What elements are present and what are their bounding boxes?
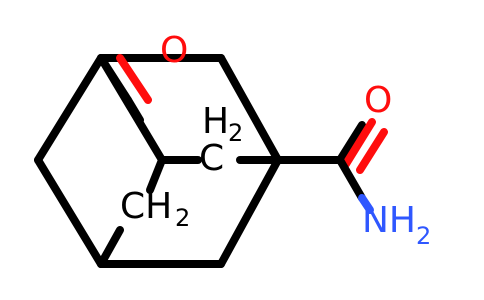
amide-double-bond-a — [342, 118, 376, 168]
carbon-skeleton — [34, 54, 344, 268]
bond-c3-c4 — [34, 156, 105, 268]
bond-c2-c6 — [217, 54, 282, 164]
ch2-lower-subscript: 2 — [175, 204, 190, 232]
ch2-lower-label: CH 2 — [120, 186, 190, 232]
bond-c2-carbonyl — [97, 54, 132, 104]
amide-double-bond-b — [356, 128, 388, 174]
amide-oxygen-label: O — [364, 80, 392, 121]
amide-n-bond — [358, 194, 374, 214]
bond-c5-c6 — [217, 156, 282, 268]
ketone-group: O — [97, 30, 188, 124]
ch2-lower-ch: CH — [120, 186, 172, 227]
ch2-upper-c: C — [199, 138, 224, 179]
bond-amide-carbon-o — [336, 121, 366, 164]
amine-subscript: 2 — [416, 222, 431, 250]
amine-label: NH — [362, 200, 416, 241]
ketone-double-bond — [116, 54, 152, 104]
ketone-oxygen-label: O — [160, 30, 188, 71]
ch2-upper-subscript: 2 — [228, 119, 243, 147]
carboxamide-group: O NH 2 — [336, 80, 431, 250]
bond-c7-ch2-lower — [146, 156, 166, 194]
bond-carbonyl-double-a — [124, 96, 144, 124]
ch2-upper-h: H — [202, 101, 229, 142]
bond-ch2-lower-c4 — [97, 226, 124, 268]
bond-c1-c3 — [34, 54, 105, 164]
ch2-upper-label: H 2 C — [199, 101, 243, 179]
bond-amide-carbon-n — [336, 156, 366, 202]
